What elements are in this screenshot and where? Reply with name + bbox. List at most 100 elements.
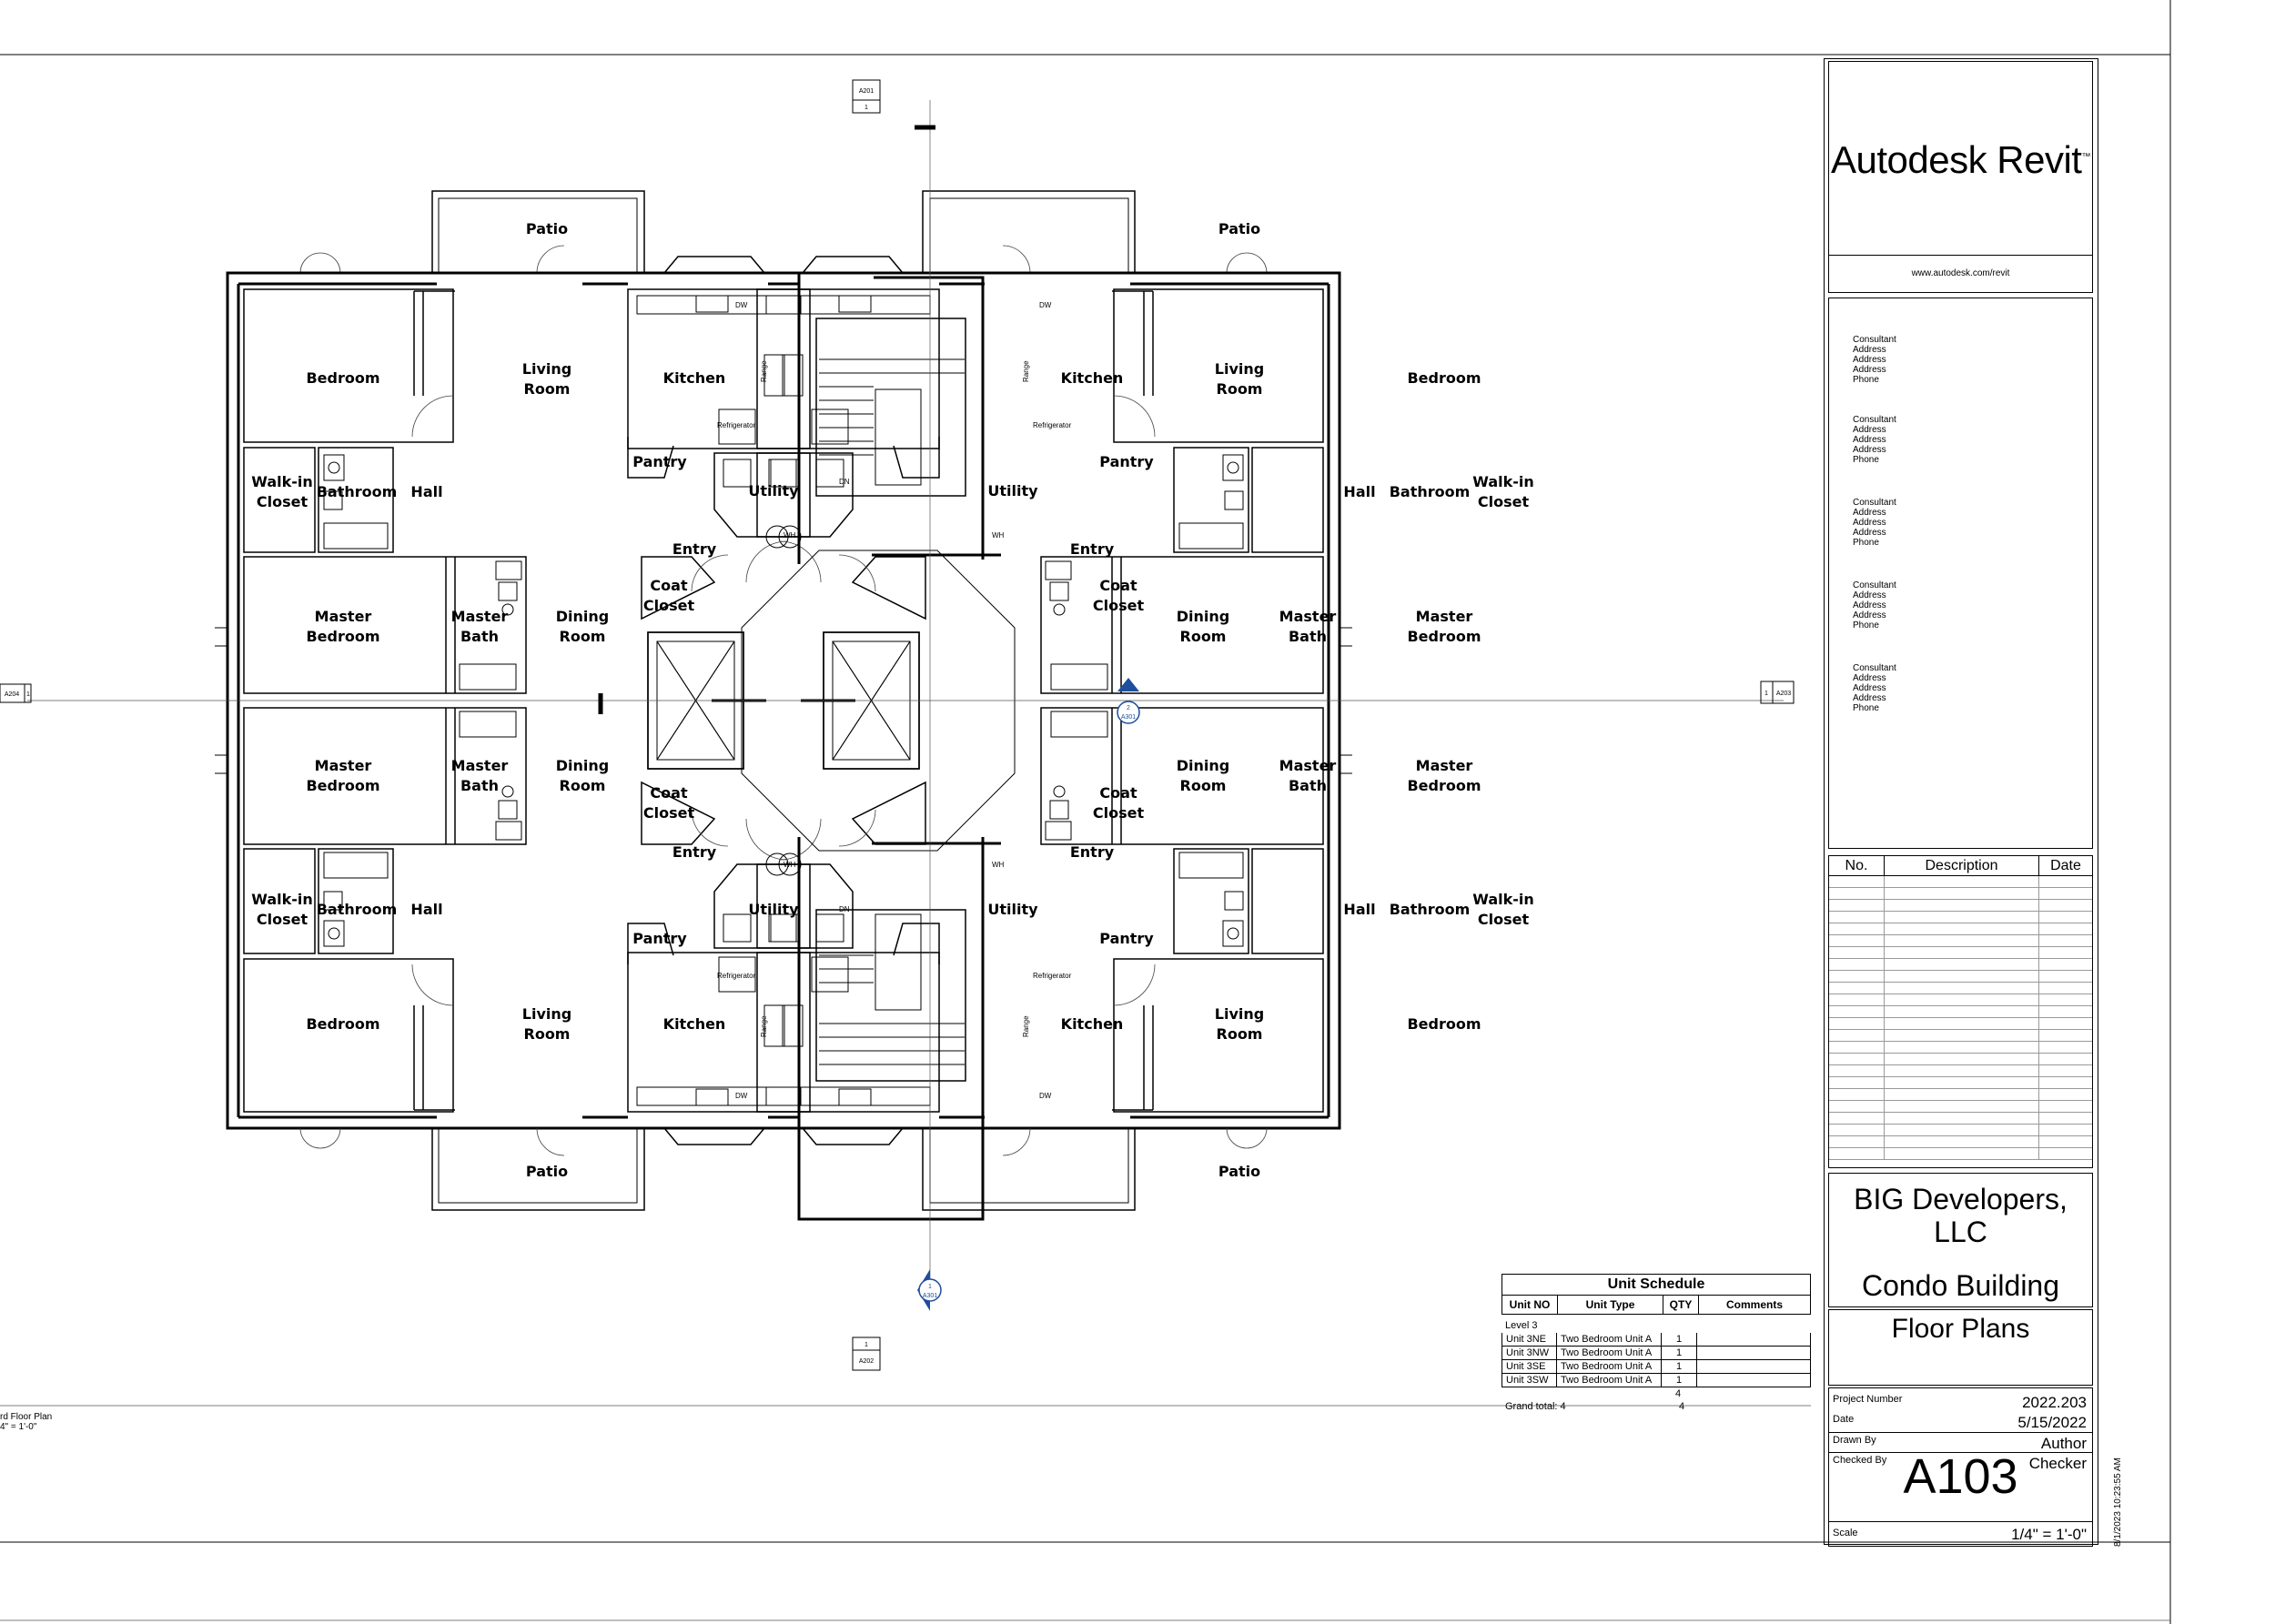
room-label: Walk-in bbox=[1472, 891, 1534, 908]
print-timestamp: 8/1/2023 10:23:55 AM bbox=[2113, 1458, 2123, 1547]
room-label: Pantry bbox=[1099, 453, 1154, 470]
fixture-label: Range bbox=[1022, 1015, 1030, 1037]
room-label: Bath bbox=[1289, 628, 1327, 645]
svg-text:A202: A202 bbox=[859, 1358, 874, 1365]
date-row: Date 5/15/2022 bbox=[1833, 1414, 2087, 1431]
room-label: Coat bbox=[1099, 784, 1138, 802]
room-label: Coat bbox=[1099, 577, 1138, 594]
table-row bbox=[1829, 1147, 2092, 1160]
room-label: Closet bbox=[257, 493, 308, 510]
room-label: Pantry bbox=[632, 930, 687, 947]
fixture-label: DW bbox=[735, 1092, 748, 1100]
schedule-cell: Two Bedroom Unit A bbox=[1557, 1347, 1662, 1359]
room-label: Entry bbox=[672, 843, 717, 861]
schedule-cell bbox=[1697, 1333, 1810, 1346]
schedule-cell: Two Bedroom Unit A bbox=[1557, 1374, 1662, 1387]
revisions-table: No. Description Date bbox=[1829, 856, 2092, 1160]
room-label: Master bbox=[1416, 608, 1473, 625]
schedule-title: Unit Schedule bbox=[1502, 1274, 1811, 1295]
table-row bbox=[1829, 923, 2092, 935]
room-label: Master bbox=[1416, 757, 1473, 774]
table-row bbox=[1829, 1005, 2092, 1018]
room-label: Closet bbox=[643, 804, 695, 822]
section-marker-a301-2: 2 A301 bbox=[1117, 678, 1140, 724]
sheet-info-box: Project Number 2022.203 Date 5/15/2022 D… bbox=[1828, 1387, 2093, 1547]
room-label: Entry bbox=[672, 540, 717, 558]
room-label: Bathroom bbox=[317, 901, 398, 918]
client-name: BIG Developers, LLC bbox=[1854, 1183, 2068, 1248]
room-label: Bedroom bbox=[306, 1015, 379, 1033]
room-label: Pantry bbox=[1099, 930, 1154, 947]
room-label: Room bbox=[1217, 1025, 1263, 1043]
fixture-label: Range bbox=[760, 360, 768, 382]
fixture-label: Range bbox=[760, 1015, 768, 1037]
room-label: Bedroom bbox=[306, 369, 379, 387]
schedule-header-row: Unit NO Unit Type QTY Comments bbox=[1502, 1295, 1811, 1315]
room-label: Coat bbox=[650, 577, 688, 594]
fixture-label: Refrigerator bbox=[717, 421, 756, 429]
schedule-cell: 1 bbox=[1662, 1347, 1697, 1359]
table-row bbox=[1829, 1100, 2092, 1113]
table-row bbox=[1829, 1029, 2092, 1042]
room-label: Bathroom bbox=[1390, 483, 1471, 500]
project-name: Condo Building bbox=[1861, 1269, 2060, 1302]
consultants-box: Consultant Address Address Address Phone… bbox=[1828, 298, 2093, 849]
fixture-label: DN bbox=[839, 478, 850, 486]
room-label: Utility bbox=[987, 901, 1038, 918]
room-label: Closet bbox=[643, 597, 695, 614]
elevation-tag-a203: 1 A203 bbox=[1760, 681, 1795, 704]
room-label: Master bbox=[1279, 608, 1337, 625]
room-label: Utility bbox=[748, 482, 799, 499]
schedule-cell: Unit 3NW bbox=[1502, 1347, 1557, 1359]
room-label: Closet bbox=[1478, 911, 1530, 928]
table-row: Unit 3NW Two Bedroom Unit A 1 bbox=[1502, 1347, 1811, 1360]
room-label: Dining bbox=[1177, 757, 1229, 774]
table-row bbox=[1829, 1041, 2092, 1054]
room-label: Utility bbox=[987, 482, 1038, 499]
fixture-label: WH bbox=[992, 531, 1005, 540]
table-row bbox=[1829, 1076, 2092, 1089]
room-label: Pantry bbox=[632, 453, 687, 470]
consultant-block: Consultant Address Address Address Phone bbox=[1853, 415, 1896, 465]
table-row: Unit 3NE Two Bedroom Unit A 1 bbox=[1502, 1333, 1811, 1347]
svg-text:A203: A203 bbox=[1776, 691, 1791, 697]
rev-header-date: Date bbox=[2038, 856, 2092, 876]
floor-plan: Patio Bedroom Living Room Kitchen Pantry… bbox=[0, 79, 1795, 1371]
elevation-tag-a204: A204 1 bbox=[0, 683, 32, 703]
svg-text:1: 1 bbox=[864, 1342, 868, 1348]
room-label: Patio bbox=[526, 1163, 568, 1180]
table-row bbox=[1829, 1135, 2092, 1148]
svg-text:1: 1 bbox=[864, 105, 868, 111]
room-label: Bathroom bbox=[1390, 901, 1471, 918]
schedule-level: Level 3 bbox=[1505, 1320, 1538, 1331]
svg-text:A301: A301 bbox=[923, 1293, 937, 1299]
consultant-block: Consultant Address Address Address Phone bbox=[1853, 335, 1896, 385]
sheet-name-box: Floor Plans bbox=[1828, 1309, 2093, 1386]
room-label: Kitchen bbox=[1061, 369, 1124, 387]
room-label: Master bbox=[315, 608, 372, 625]
schedule-cell: Unit 3NE bbox=[1502, 1333, 1557, 1346]
svg-text:A204: A204 bbox=[5, 691, 19, 698]
table-row bbox=[1829, 934, 2092, 947]
svg-text:2: 2 bbox=[1127, 705, 1130, 711]
room-label: Dining bbox=[556, 757, 609, 774]
schedule-cell: Two Bedroom Unit A bbox=[1557, 1333, 1662, 1346]
room-label: Living bbox=[1215, 1005, 1264, 1023]
room-label: Closet bbox=[1093, 804, 1145, 822]
fixture-label: WH bbox=[992, 861, 1005, 869]
svg-text:1: 1 bbox=[928, 1284, 932, 1290]
room-label: Bath bbox=[460, 777, 499, 794]
autodesk-revit-logo: Autodesk Revit™ bbox=[1831, 138, 2090, 181]
svg-text:A301: A301 bbox=[1121, 714, 1136, 721]
rev-header-description: Description bbox=[1884, 856, 2039, 876]
room-label: Master bbox=[451, 757, 509, 774]
table-row bbox=[1829, 911, 2092, 923]
consultant-block: Consultant Address Address Address Phone bbox=[1853, 580, 1896, 630]
fixture-label: DW bbox=[735, 301, 748, 309]
room-label: Closet bbox=[1478, 493, 1530, 510]
room-label: Bedroom bbox=[306, 777, 379, 794]
svg-text:1: 1 bbox=[1764, 691, 1768, 697]
room-label: Room bbox=[524, 380, 571, 398]
table-row bbox=[1829, 982, 2092, 994]
room-label: Room bbox=[1217, 380, 1263, 398]
